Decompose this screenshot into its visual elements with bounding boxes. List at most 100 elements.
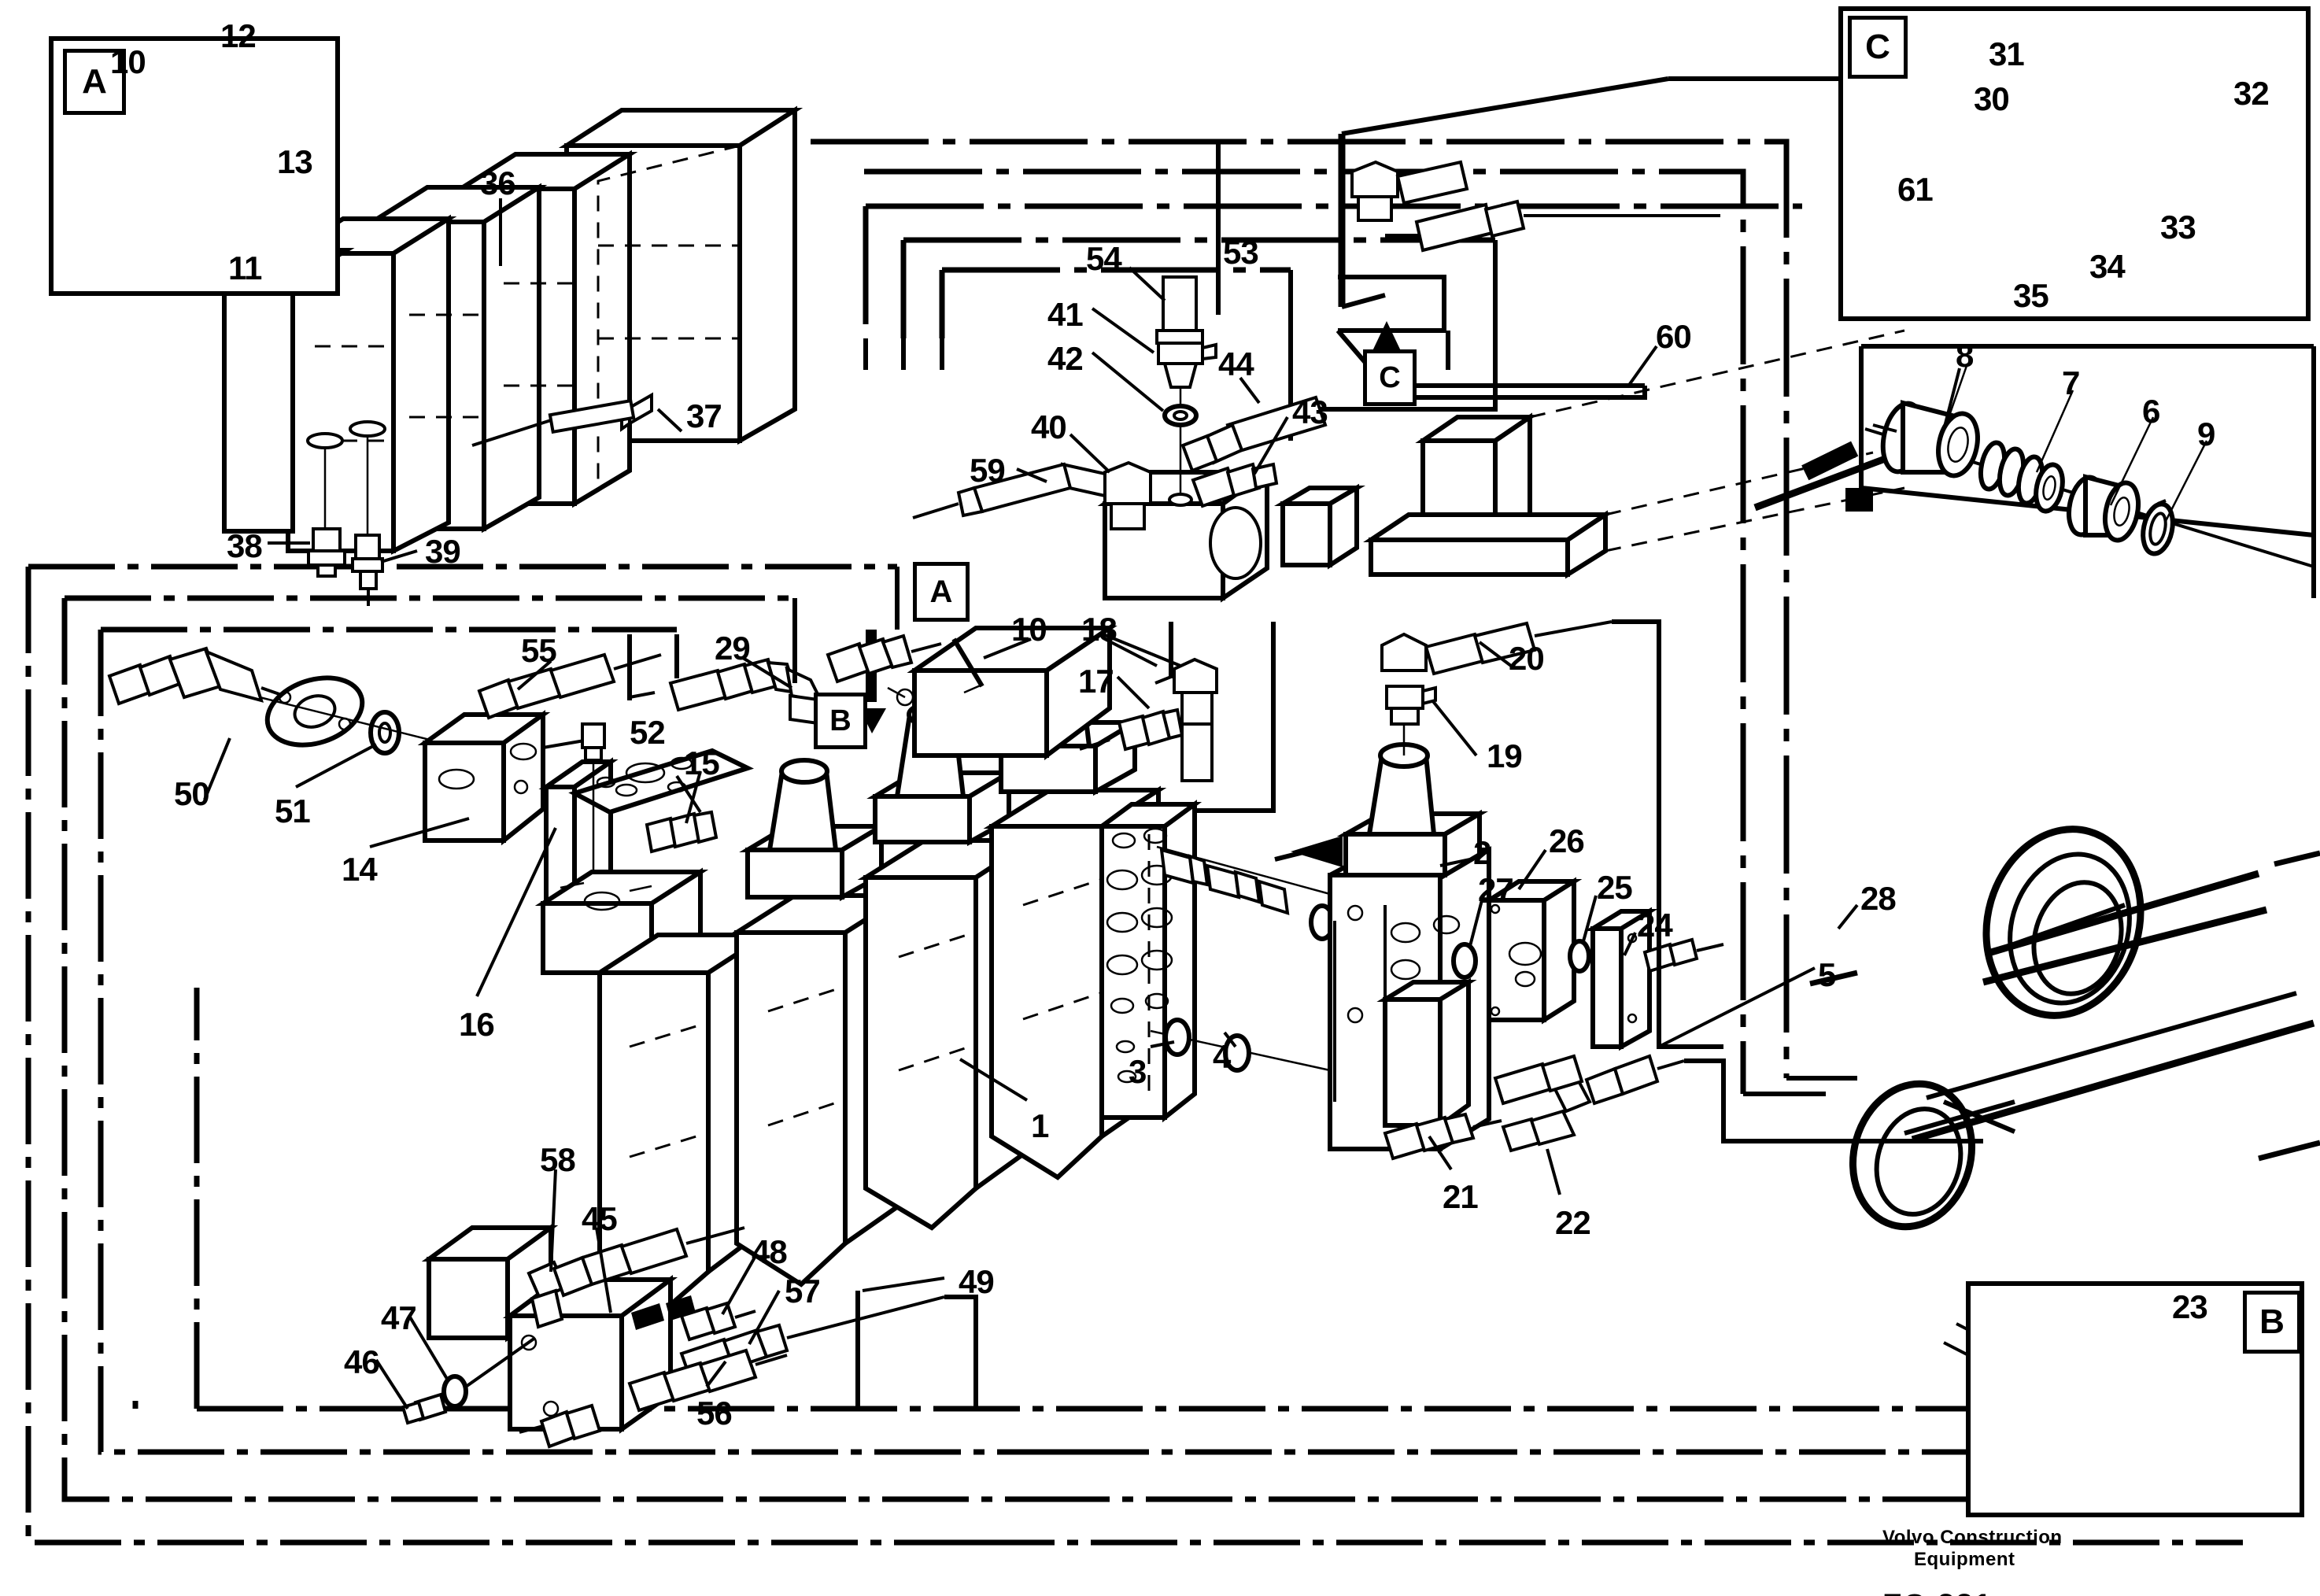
- part-27-oring: [1451, 942, 1478, 980]
- part-number-61: 61: [1897, 171, 1934, 208]
- part-56-hose: [627, 1348, 788, 1413]
- part-number-46: 46: [344, 1343, 380, 1380]
- part-number-43: 43: [1292, 393, 1328, 430]
- upper-hose-group: [627, 567, 942, 726]
- part-3-spool: [1156, 845, 1335, 941]
- fitting-38: [307, 527, 346, 578]
- part-43-fitting: [1191, 462, 1279, 508]
- part-9-snapring: [2141, 499, 2175, 556]
- part-number-33: 33: [2160, 209, 2196, 246]
- part-number-52: 52: [630, 714, 666, 751]
- part-number-31: 31: [1989, 35, 2025, 72]
- detail-view-a-tag: A: [63, 49, 126, 115]
- part-number-5: 5: [1818, 956, 1836, 993]
- bottom-solenoid-group: [401, 1223, 978, 1449]
- part-21-hose: [1383, 1112, 1502, 1161]
- part-number-42: 42: [1047, 340, 1084, 377]
- part-number-36: 36: [480, 164, 516, 201]
- part-number-26: 26: [1549, 822, 1585, 859]
- part-number-24: 24: [1637, 907, 1673, 944]
- part-15-fitting: [645, 774, 719, 854]
- part-6-piston: [2066, 474, 2141, 543]
- part-18-elbow: [1154, 657, 1218, 782]
- fitting-39: [351, 534, 384, 606]
- part-number-3: 3: [1129, 1053, 1147, 1090]
- footer-sheet-code: FQ 321: [1882, 1588, 2063, 1596]
- part-number-40: 40: [1031, 408, 1067, 445]
- part-number-25: 25: [1597, 869, 1633, 906]
- callout-b-in-main: B: [814, 693, 867, 749]
- part-46-bolt: [401, 1392, 448, 1425]
- part-number-2: 2: [1473, 834, 1491, 871]
- part-55-hose: [477, 652, 662, 720]
- part-number-19: 19: [1487, 737, 1523, 774]
- part-number-49: 49: [959, 1263, 995, 1300]
- part-20-elbow: [1380, 620, 1613, 676]
- part-number-28: 28: [1860, 880, 1897, 917]
- part-number-58: 58: [540, 1141, 576, 1178]
- sheet-footer: Volvo Construction Equipment FQ 321: [1882, 1527, 2063, 1596]
- footer-company-line-1: Volvo Construction: [1882, 1527, 2063, 1548]
- detail-a-callout-arrow: [951, 637, 985, 688]
- part-number-38: 38: [227, 527, 263, 564]
- part-number-20: 20: [1509, 640, 1545, 677]
- part-number-6: 6: [2142, 393, 2160, 430]
- left-fitting-group: [107, 646, 662, 846]
- part-number-7: 7: [2062, 364, 2080, 401]
- part-number-15: 15: [684, 744, 720, 781]
- part-number-51: 51: [275, 792, 311, 829]
- detail-view-b-tag: B: [2243, 1291, 2301, 1354]
- part-59-hose: [912, 462, 1073, 519]
- part-54-fitting: [1155, 275, 1204, 345]
- detail-view-c-tag: C: [1848, 16, 1908, 79]
- part-number-21: 21: [1443, 1178, 1479, 1215]
- part-number-53: 53: [1223, 234, 1259, 271]
- detail-s-content: [1845, 344, 2316, 598]
- part-number-18: 18: [1081, 611, 1118, 648]
- part-number-9: 9: [2197, 416, 2215, 453]
- part-number-11: 11: [228, 249, 262, 286]
- part-number-50: 50: [174, 775, 210, 812]
- hydraulic-line-routing: [25, 139, 2243, 1546]
- part-number-29: 29: [715, 630, 751, 667]
- part-number-60: 60: [1656, 318, 1692, 355]
- part-number-17: 17: [1078, 663, 1114, 700]
- part-19-fitting: [1385, 685, 1437, 726]
- top-valve-assembly: [912, 275, 1366, 603]
- frame-hose-fitting: [1350, 160, 1720, 253]
- machine-frame-structure: [1335, 76, 2125, 579]
- footer-company-line-2: Equipment: [1914, 1549, 2015, 1570]
- part-number-47: 47: [381, 1299, 417, 1336]
- part-number-34: 34: [2089, 248, 2126, 285]
- part-number-16: 16: [459, 1006, 495, 1043]
- part-number-37: 37: [686, 397, 722, 434]
- part-number-10: 10: [110, 43, 146, 80]
- part-number-32: 32: [2233, 75, 2270, 112]
- part-number-4: 4: [1213, 1038, 1231, 1075]
- bolt-37: [471, 392, 653, 447]
- manifold-plate-group: [1079, 622, 1335, 1123]
- part-50-hose: [107, 646, 294, 706]
- callout-c-in-main: C: [1363, 349, 1417, 406]
- detail-view-c-frame: [1838, 6, 2311, 321]
- part-number-56: 56: [696, 1395, 733, 1432]
- leader-lines: [203, 198, 1859, 1410]
- part-45-hose: [580, 1226, 745, 1287]
- part-number-23: 23: [2172, 1288, 2208, 1325]
- part-number-14: 14: [342, 851, 378, 888]
- part-47-washer: [441, 1374, 468, 1409]
- part-4-washer: [1163, 1018, 1191, 1057]
- part-25-oring: [1568, 939, 1591, 973]
- part-number-39: 39: [425, 533, 461, 570]
- part-number-44: 44: [1218, 345, 1254, 382]
- part-number-13: 13: [277, 143, 313, 180]
- part-40-elbow: [1061, 460, 1152, 530]
- part-number-8: 8: [1956, 337, 1974, 374]
- part-48-fitting: [679, 1301, 756, 1342]
- part-number-12: 12: [220, 17, 257, 54]
- part-number-45: 45: [582, 1200, 618, 1237]
- part-number-1: 1: [1031, 1107, 1049, 1144]
- part-number-48: 48: [752, 1233, 788, 1270]
